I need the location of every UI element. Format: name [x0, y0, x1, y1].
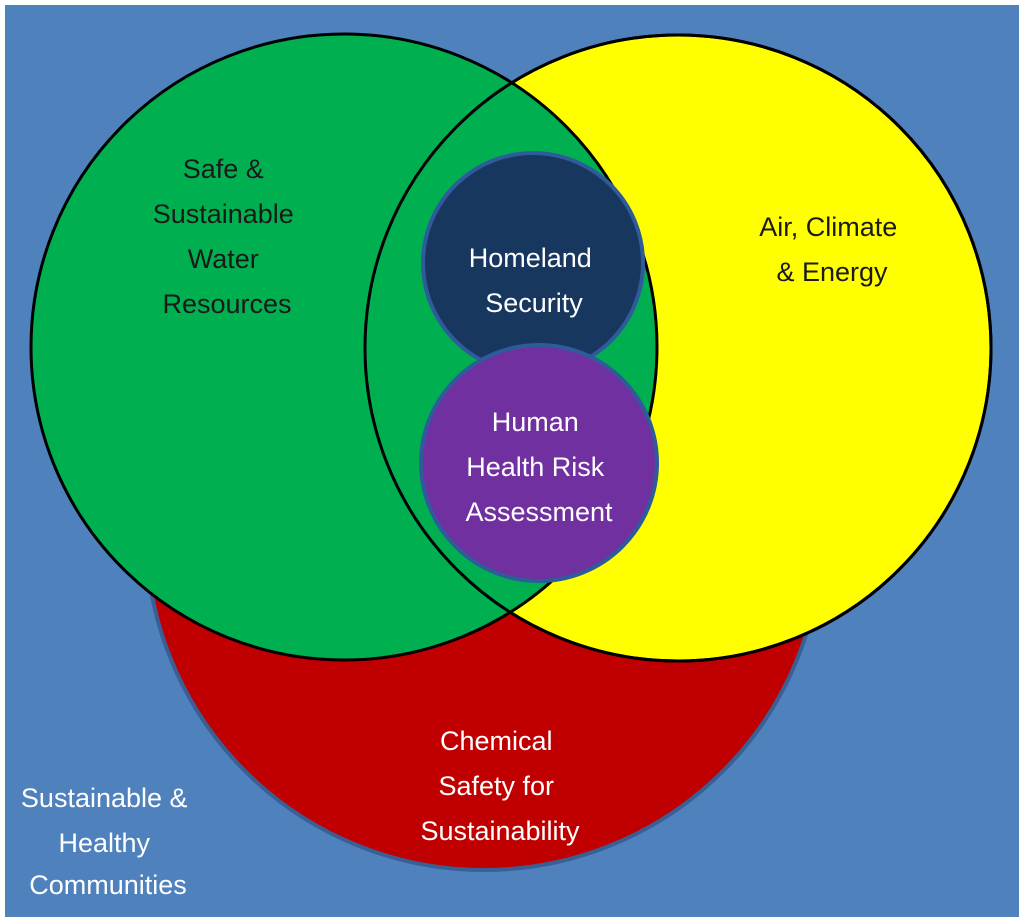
water-label-line: Safe &	[183, 154, 264, 184]
air-climate-label: Air, Climate & Energy	[759, 212, 905, 287]
air-climate-circle-outline	[363, 33, 993, 663]
health-label-line: Assessment	[465, 497, 613, 527]
homeland-label-line: Security	[485, 288, 583, 318]
communities-label: Sustainable & Healthy Communities	[21, 783, 195, 900]
water-label-line: Resources	[162, 289, 291, 319]
water-resources-label: Safe & Sustainable Water Resources	[153, 154, 302, 319]
communities-label-line: Sustainable &	[21, 783, 188, 813]
human-health-circle	[419, 343, 659, 583]
human-health-label: Human Health Risk Assessment	[465, 407, 613, 527]
air-label-line: & Energy	[776, 257, 888, 287]
homeland-security-label: Homeland Security	[469, 243, 600, 318]
health-label-line: Health Risk	[466, 452, 605, 482]
communities-label-line: Healthy	[58, 828, 150, 858]
health-label-line: Human	[492, 407, 579, 437]
chemical-label-line: Chemical	[440, 726, 553, 756]
homeland-label-line: Homeland	[469, 243, 592, 273]
chemical-label-line: Sustainability	[420, 816, 580, 846]
water-label-line: Water	[188, 244, 259, 274]
chemical-safety-label: Chemical Safety for Sustainability	[420, 726, 580, 846]
water-label-line: Sustainable	[153, 199, 294, 229]
communities-label-line: Communities	[29, 870, 187, 900]
chemical-label-line: Safety for	[438, 771, 554, 801]
air-label-line: Air, Climate	[759, 212, 897, 242]
